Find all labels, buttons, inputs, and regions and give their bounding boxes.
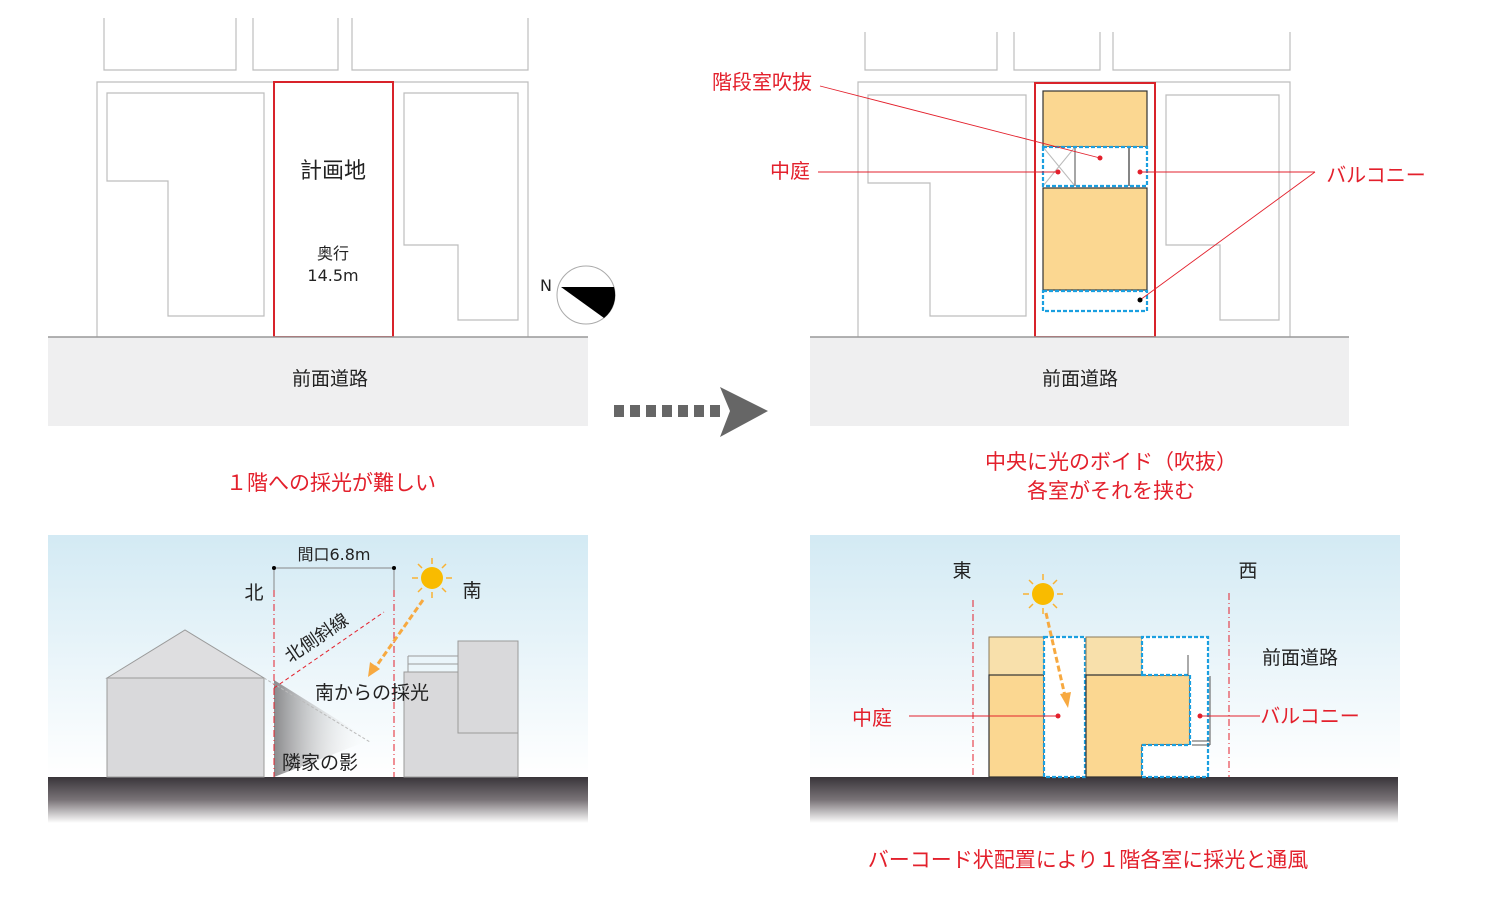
sun-icon (1023, 574, 1063, 614)
neighbor-house-left (106, 92, 265, 317)
balcony-label: バルコニー (1260, 704, 1360, 728)
balcony-outline (1041, 289, 1149, 313)
room-south (1042, 187, 1148, 291)
before-plan: 計画地 奥行 14.5m 前面道路 N (48, 18, 616, 426)
north-label: 北 (244, 582, 263, 604)
courtyard-label: 中庭 (770, 159, 810, 183)
room-lower-east (988, 674, 1045, 778)
front-road (48, 337, 588, 426)
sunlight-arrow-icon (1044, 612, 1071, 708)
caption-after-line2: 各室がそれを挟む (1027, 479, 1195, 503)
neighbor-shadow (274, 680, 370, 777)
ground (48, 777, 588, 823)
south-light-label: 南からの採光 (315, 682, 429, 704)
room-north (1042, 90, 1148, 148)
stair-void-label: 階段室吹抜 (712, 70, 812, 94)
east-label: 東 (952, 560, 971, 582)
caption-bottom: バーコード状配置により１階各室に採光と通風 (868, 848, 1309, 872)
neighbor-building-upper (457, 640, 519, 734)
courtyard-label: 中庭 (852, 706, 892, 730)
depth-value: 14.5m (307, 266, 358, 285)
neighbor-house-right (403, 92, 519, 321)
neighbor-house-right (1165, 94, 1280, 321)
north-label: N (540, 276, 552, 295)
south-label: 南 (462, 580, 481, 602)
road-label: 前面道路 (1042, 368, 1118, 390)
courtyard-void (1044, 637, 1085, 777)
front-road (810, 337, 1349, 426)
north-slope-line (273, 611, 385, 689)
compass-icon (556, 265, 616, 325)
balcony-outline (1140, 635, 1210, 779)
room-upper-west (1085, 636, 1143, 676)
balcony-label: バルコニー (1326, 163, 1426, 187)
sunlight-arrow-icon (368, 599, 425, 677)
site-plot (273, 81, 394, 338)
ground (810, 777, 1398, 823)
neighbor-lots-north (103, 18, 529, 71)
after-section: 東 西 前面道路 中庭 バルコニー (810, 535, 1400, 823)
neighbor-lots-north (864, 32, 1291, 71)
caption-before: １階への採光が難しい (226, 471, 436, 495)
caption-after-line1: 中央に光のボイド（吹抜） (985, 450, 1237, 474)
neighbor-house-left (867, 94, 1027, 317)
sun-icon (412, 558, 452, 598)
before-section: 北 南 間口6.8m 北側斜線 南からの採光 隣家の影 (48, 535, 588, 823)
neighbor-house-north (106, 677, 265, 778)
transition-arrow-icon (614, 387, 768, 437)
room-upper-east (988, 636, 1045, 676)
after-plan: 前面道路 階段室吹抜 中庭 バルコニー (712, 32, 1426, 426)
road-label: 前面道路 (1262, 647, 1338, 669)
west-label: 西 (1238, 560, 1257, 582)
courtyard-outline (1042, 635, 1087, 779)
stair-void-x (1042, 146, 1076, 187)
void-outline (1041, 145, 1149, 188)
block-outline (96, 81, 529, 337)
void-band (1043, 147, 1147, 186)
site-label: 計画地 (300, 159, 366, 184)
road-label: 前面道路 (292, 368, 368, 390)
neighbor-shadow-label: 隣家の影 (282, 752, 358, 774)
frontage-label: 間口6.8m (297, 545, 370, 564)
depth-label: 奥行 (317, 244, 349, 263)
